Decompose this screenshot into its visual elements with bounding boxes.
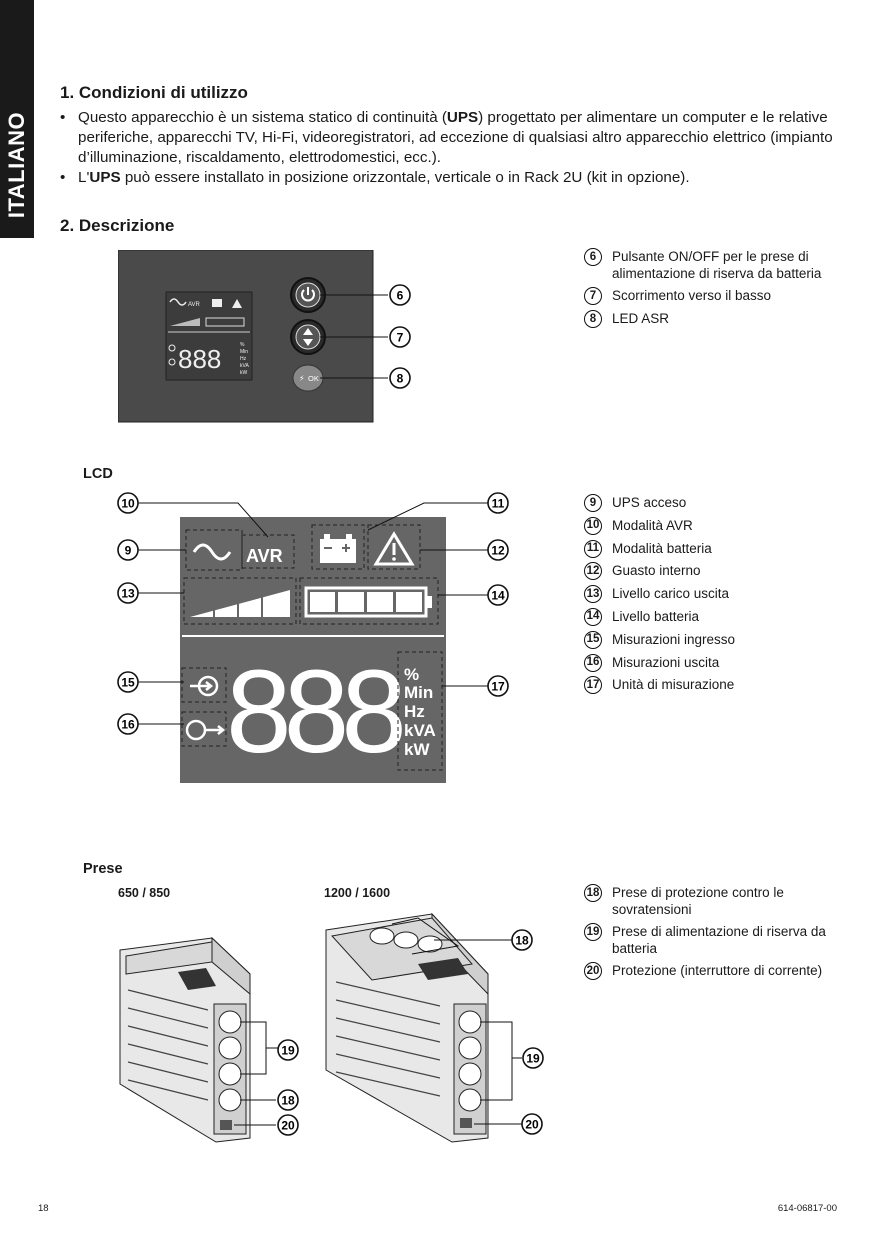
scroll-button[interactable]: [290, 319, 326, 355]
svg-text:Hz: Hz: [404, 702, 425, 721]
svg-text:kVA: kVA: [240, 363, 249, 369]
ups-650-850-figure: 19 18 20: [119, 936, 299, 1143]
list-item: L'UPS può essere installato in posizione…: [60, 168, 840, 188]
language-label: ITALIANO: [4, 111, 29, 219]
callout-6: 6: [397, 289, 404, 303]
svg-text:kW: kW: [240, 370, 248, 376]
svg-text:Min: Min: [240, 349, 248, 355]
model-small-label: 650 / 850: [118, 886, 171, 900]
front-panel-figure: AVR 888 % Min Hz kVA kW ⚡ OK 6 7 8: [118, 250, 411, 423]
warning-icon: [373, 531, 415, 566]
svg-text:20: 20: [525, 1118, 539, 1132]
battery-mode-icon: [320, 534, 356, 563]
lcd-figure: AVR 888: [117, 492, 509, 783]
svg-text:20: 20: [281, 1119, 295, 1133]
section-title-conditions: 1. Condizioni di utilizzo: [60, 83, 248, 102]
prese-heading: Prese: [83, 861, 123, 877]
svg-text:11: 11: [492, 497, 505, 511]
svg-text:888: 888: [226, 646, 402, 778]
battery-level-icon: [304, 586, 432, 618]
list-item: Questo apparecchio è un sistema statico …: [60, 108, 840, 168]
svg-text:19: 19: [281, 1044, 295, 1058]
svg-text:kVA: kVA: [404, 721, 436, 740]
sine-wave-icon: [192, 543, 232, 561]
power-button[interactable]: [290, 277, 326, 313]
svg-text:14: 14: [491, 589, 505, 603]
load-level-icon: [190, 585, 290, 620]
svg-text:9: 9: [125, 544, 132, 558]
lightning-icon: ⚡: [299, 374, 305, 383]
section-title-description: 2. Descrizione: [60, 216, 175, 235]
svg-text:AVR: AVR: [188, 302, 201, 308]
svg-text:12: 12: [491, 544, 505, 558]
input-icon: [190, 675, 219, 697]
svg-text:10: 10: [121, 497, 135, 511]
conditions-list: Questo apparecchio è un sistema statico …: [60, 108, 840, 188]
up-down-arrows-icon: [303, 328, 313, 346]
svg-text:Min: Min: [404, 683, 433, 702]
power-icon: [301, 289, 315, 302]
svg-text:AVR: AVR: [246, 546, 283, 566]
svg-text:13: 13: [121, 587, 135, 601]
svg-text:888: 888: [178, 344, 221, 374]
model-large-label: 1200 / 1600: [324, 886, 391, 900]
svg-text:15: 15: [121, 676, 135, 690]
svg-text:19: 19: [526, 1052, 540, 1066]
svg-text:kW: kW: [404, 740, 430, 759]
asr-led: ⚡ OK: [292, 364, 324, 392]
ups-1200-1600-figure: 18 19 20: [325, 912, 544, 1143]
svg-text:16: 16: [121, 718, 135, 732]
lcd-heading: LCD: [83, 466, 113, 482]
language-side-tab: ITALIANO: [0, 0, 34, 238]
callout-7: 7: [397, 331, 404, 345]
svg-text:17: 17: [491, 680, 505, 694]
page-number: 18: [38, 1203, 49, 1214]
svg-text:%: %: [240, 342, 245, 348]
svg-text:Hz: Hz: [240, 356, 247, 362]
document-code: 614-06817-00: [777, 1203, 837, 1214]
svg-text:%: %: [404, 665, 419, 684]
svg-text:OK: OK: [308, 374, 319, 383]
mini-lcd: AVR 888 % Min Hz kVA kW: [165, 291, 253, 381]
callout-8: 8: [397, 372, 404, 386]
output-icon: [185, 719, 226, 741]
svg-text:18: 18: [281, 1094, 295, 1108]
svg-text:18: 18: [515, 934, 529, 948]
